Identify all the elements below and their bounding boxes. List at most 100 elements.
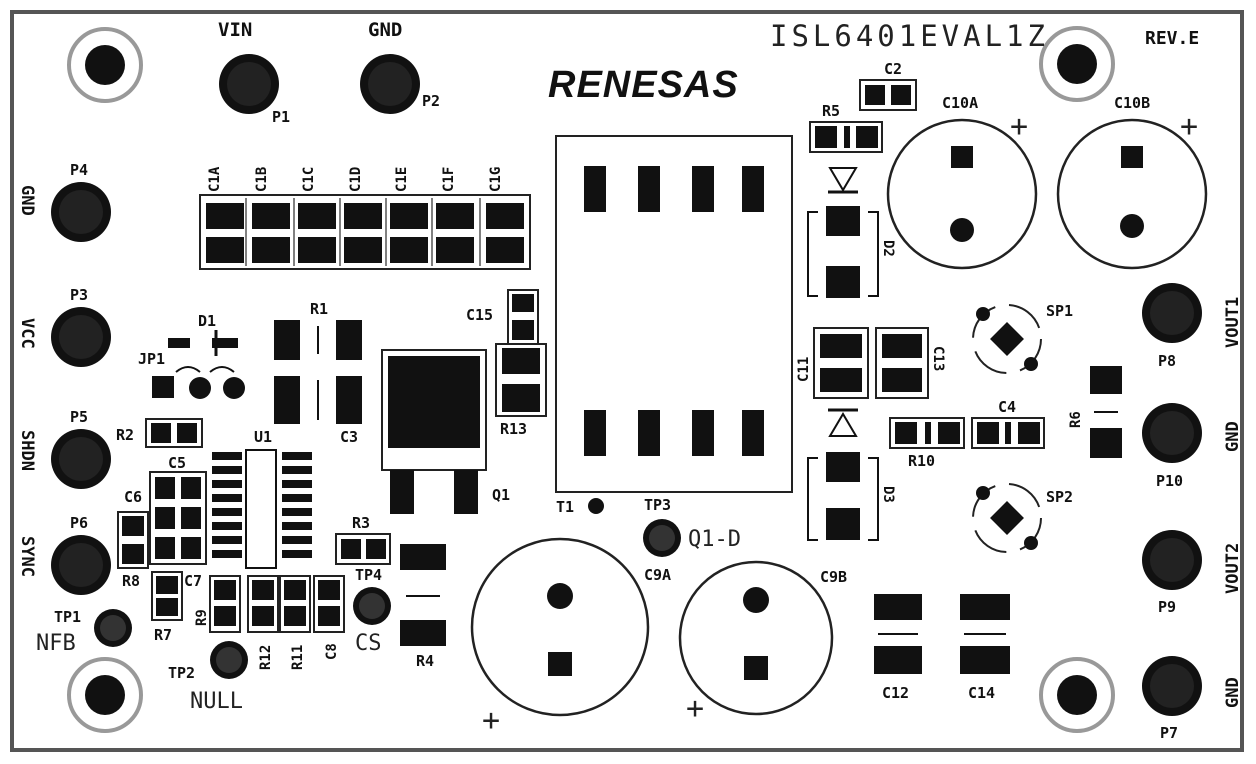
tp3-label: TP3	[644, 496, 671, 514]
d2-label: D2	[880, 240, 896, 257]
test-point-tp3[interactable]	[643, 519, 681, 557]
r9-label: R9	[194, 609, 210, 626]
revision-label: REV.E	[1145, 28, 1199, 49]
r5-label: R5	[822, 102, 840, 120]
capacitor-c10a	[886, 118, 1038, 270]
mounting-hole	[67, 27, 143, 103]
sense-point-sp2[interactable]	[972, 483, 1042, 553]
gnd-left-label: GND	[17, 185, 37, 216]
cap-bank-labels: C1A C1B C1C C1D C1E C1F C1G	[207, 166, 504, 192]
capacitor-c9b	[678, 560, 834, 716]
sp2-label: SP2	[1046, 488, 1073, 506]
c9b-label: C9B	[820, 568, 847, 586]
p6-label: P6	[70, 514, 88, 532]
terminal-post-p6[interactable]	[51, 535, 111, 595]
r1-label: R1	[310, 300, 328, 318]
resistor-r13	[495, 343, 547, 417]
terminal-post-p2[interactable]	[360, 54, 420, 114]
resistor-r5	[809, 121, 883, 153]
tp4-label: TP4	[355, 566, 382, 584]
gnd-right-1-label: GND	[1223, 421, 1243, 452]
r4-label: R4	[416, 652, 434, 670]
jumper-jp1[interactable]	[152, 366, 245, 399]
r6-label: R6	[1068, 411, 1084, 428]
c11-label: C11	[796, 357, 812, 382]
terminal-post-p4[interactable]	[51, 182, 111, 242]
tp2-label: TP2	[168, 664, 195, 682]
resistor-r4	[400, 544, 446, 646]
capacitor-c4	[971, 417, 1045, 449]
d3-label: D3	[880, 486, 896, 503]
q1d-label: Q1-D	[688, 527, 741, 552]
r10-label: R10	[908, 452, 935, 470]
terminal-post-p8[interactable]	[1142, 283, 1202, 343]
resistor-r3	[335, 533, 391, 565]
terminal-post-p1[interactable]	[219, 54, 279, 114]
capacitor-c12	[874, 594, 922, 674]
diode-d1	[168, 330, 238, 356]
c9a-label: C9A	[644, 566, 671, 584]
capacitor-c2	[859, 79, 917, 111]
vout1-label: VOUT1	[1223, 297, 1243, 348]
c1c-label: C1C	[301, 167, 317, 192]
test-point-tp1[interactable]	[94, 609, 132, 647]
resistor-r7	[151, 571, 183, 621]
p8-label: P8	[1158, 352, 1176, 370]
nfb-label: NFB	[36, 631, 76, 656]
diode-d2	[807, 167, 879, 298]
c13-label: C13	[930, 346, 946, 371]
c1a-label: C1A	[207, 166, 223, 192]
vout2-label: VOUT2	[1223, 543, 1243, 594]
c9a-plus: +	[482, 703, 500, 738]
resistor-r12	[247, 575, 279, 633]
mounting-hole	[1039, 26, 1115, 102]
p9-label: P9	[1158, 598, 1176, 616]
r11-label: R11	[290, 645, 306, 670]
c3-label: C3	[340, 428, 358, 446]
capacitor-c13	[875, 327, 929, 399]
shdn-label: SHDN	[17, 430, 37, 471]
resistor-r11	[279, 575, 311, 633]
sense-point-sp1[interactable]	[972, 304, 1042, 374]
c12-label: C12	[882, 684, 909, 702]
t1-label: T1	[556, 498, 574, 516]
capacitor-c14	[960, 594, 1010, 674]
gnd-top-label: GND	[368, 19, 402, 41]
capacitor-c15	[507, 289, 539, 345]
resistor-r6	[1090, 366, 1122, 458]
test-point-tp4[interactable]	[353, 587, 391, 625]
gnd-right-2-label: GND	[1223, 677, 1243, 708]
terminal-post-p10[interactable]	[1142, 403, 1202, 463]
p7-label: P7	[1160, 724, 1178, 742]
p1-label: P1	[272, 108, 290, 126]
p4-label: P4	[70, 161, 88, 179]
test-point-tp2[interactable]	[210, 641, 248, 679]
vcc-label: VCC	[17, 318, 37, 349]
t1-pin1-marker	[588, 498, 604, 514]
ic-u1	[212, 449, 312, 569]
c5-label: C5	[168, 454, 186, 472]
mounting-hole	[67, 657, 143, 733]
capacitor-c6	[117, 511, 149, 569]
p10-label: P10	[1156, 472, 1183, 490]
d1-label: D1	[198, 312, 216, 330]
c2-label: C2	[884, 60, 902, 78]
terminal-post-p9[interactable]	[1142, 530, 1202, 590]
c1g-label: C1G	[488, 167, 504, 192]
terminal-post-p7[interactable]	[1142, 656, 1202, 716]
r7-label: R7	[154, 626, 172, 644]
resistor-r9	[209, 575, 241, 633]
c1e-label: C1E	[394, 167, 410, 192]
r13-label: R13	[500, 420, 527, 438]
c10b-plus: +	[1180, 109, 1198, 144]
p3-label: P3	[70, 286, 88, 304]
terminal-post-p5[interactable]	[51, 429, 111, 489]
c15-label: C15	[466, 306, 493, 324]
vin-label: VIN	[218, 19, 252, 41]
c6-label: C6	[124, 488, 142, 506]
resistor-r1	[274, 320, 362, 360]
capacitor-c11	[813, 327, 869, 399]
c1d-label: C1D	[348, 167, 364, 192]
terminal-post-p3[interactable]	[51, 307, 111, 367]
